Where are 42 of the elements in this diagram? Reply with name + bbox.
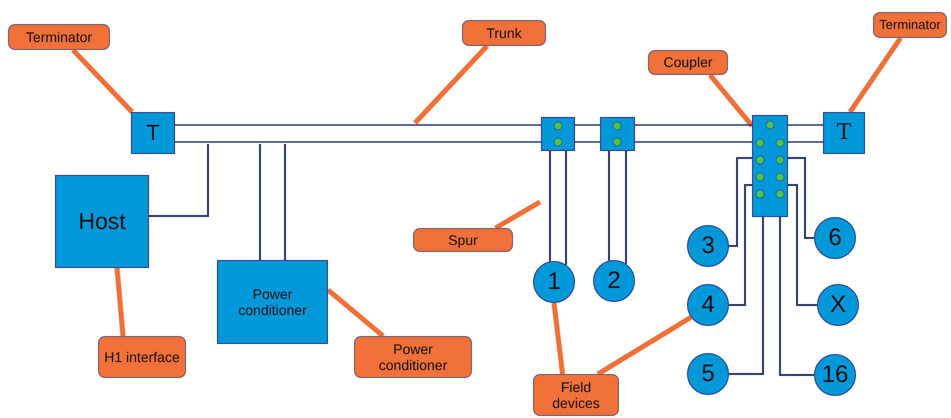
terminator-box: T [131, 112, 175, 154]
device-circle: 5 [687, 353, 729, 395]
cable [729, 157, 752, 247]
device-circle: 4 [687, 284, 729, 326]
coupler-box [752, 115, 788, 217]
leader-line [708, 73, 754, 128]
leader-line [413, 44, 489, 125]
junction-box [600, 117, 635, 151]
junction-box [541, 117, 575, 151]
leader-line [326, 288, 385, 338]
terminator-box: T [823, 112, 865, 154]
cable [549, 150, 567, 266]
callout-label: Trunk [462, 20, 546, 46]
cable [779, 217, 814, 376]
callout-label: Terminator [8, 24, 110, 50]
device-circle: 3 [687, 225, 729, 267]
cable [788, 157, 814, 239]
callout-label: Field devices [533, 374, 619, 416]
cable [729, 217, 764, 375]
host-box: Host [55, 175, 149, 268]
callout-label: H1 interface [98, 336, 186, 378]
cable [608, 150, 627, 265]
power-conditioner-box: Power conditioner [217, 260, 328, 344]
cable [729, 184, 752, 306]
device-circle: 2 [593, 260, 635, 302]
cable [149, 144, 209, 217]
device-circle: X [817, 284, 859, 326]
leader-line [596, 315, 692, 376]
leader-line [71, 48, 134, 114]
device-circle: 6 [814, 217, 856, 259]
leader-line [494, 200, 542, 230]
device-circle: 1 [533, 261, 575, 303]
callout-label: Terminator [873, 12, 947, 38]
callout-label: Coupler [648, 50, 728, 75]
callout-label: Power conditioner [354, 336, 472, 378]
callout-label: Spur [413, 228, 513, 252]
device-circle: 16 [814, 354, 856, 396]
leader-line [114, 268, 126, 336]
leader-line [552, 302, 565, 374]
cable [788, 184, 817, 306]
cable [259, 143, 286, 261]
leader-line [848, 36, 903, 114]
